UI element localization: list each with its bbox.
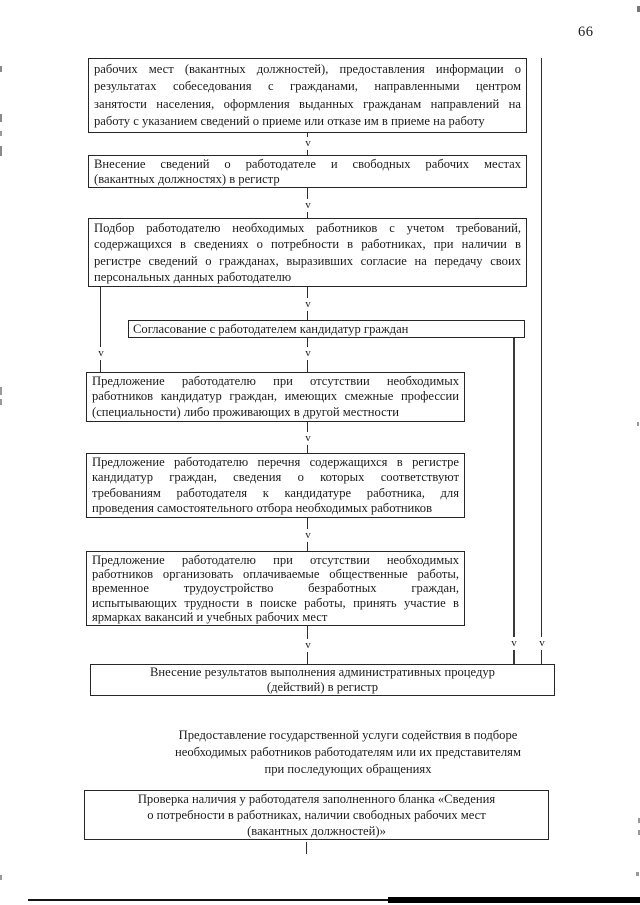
scan-speck [0, 399, 2, 405]
scan-edge-band [28, 899, 390, 901]
scan-speck [0, 387, 2, 395]
flow-box-job-referrals-info: рабочих мест (вакантных должностей), пре… [88, 58, 527, 133]
flow-box-record-results: Внесение результатов выполнения админист… [90, 664, 555, 696]
flow-box-offer-adjacent-professions: Предложение работодателю при отсутствии … [86, 372, 465, 422]
flow-box-agree-candidates: Согласование с работодателем кандидатур … [128, 320, 525, 338]
scan-speck [0, 146, 2, 156]
arrow-down-icon: v [304, 432, 312, 445]
scan-speck [638, 818, 640, 823]
flow-box-select-workers: Подбор работодателю необходимых работник… [88, 218, 527, 287]
arrow-down-icon: v [304, 199, 312, 212]
arrow-down-icon: v [304, 529, 312, 542]
flow-box-check-vacancy-form: Проверка наличия у работодателя заполнен… [84, 790, 549, 840]
page-number: 66 [578, 24, 594, 40]
arrow-down-icon: v [304, 137, 312, 150]
arrow-down-icon: v [304, 298, 312, 311]
scan-speck [637, 422, 639, 426]
flow-box-register-employer-data: Внесение сведений о работодателе и свобо… [88, 155, 527, 188]
flow-box-offer-candidate-list: Предложение работодателю перечня содержа… [86, 453, 465, 518]
scan-speck [0, 875, 2, 880]
section-title-repeat-applications: Предоставление государственной услуги со… [175, 728, 521, 776]
scan-speck [636, 872, 639, 876]
scan-speck [0, 114, 2, 122]
scan-speck [0, 131, 2, 136]
scan-edge-band [388, 897, 640, 903]
connector-box9-continuation [306, 842, 307, 854]
scan-speck [637, 6, 640, 12]
arrow-down-icon: v [538, 637, 546, 650]
scan-speck [0, 66, 2, 72]
arrow-down-icon: v [304, 347, 312, 360]
connector-box4-box8-right [513, 338, 515, 664]
connector-box3-box5-left [100, 287, 101, 372]
arrow-down-icon: v [510, 637, 518, 650]
scan-speck [638, 830, 640, 835]
arrow-down-icon: v [97, 347, 105, 360]
flow-box-offer-public-works: Предложение работодателю при отсутствии … [86, 551, 465, 626]
connector-top-box8-far-right [541, 58, 542, 664]
arrow-down-icon: v [304, 639, 312, 652]
